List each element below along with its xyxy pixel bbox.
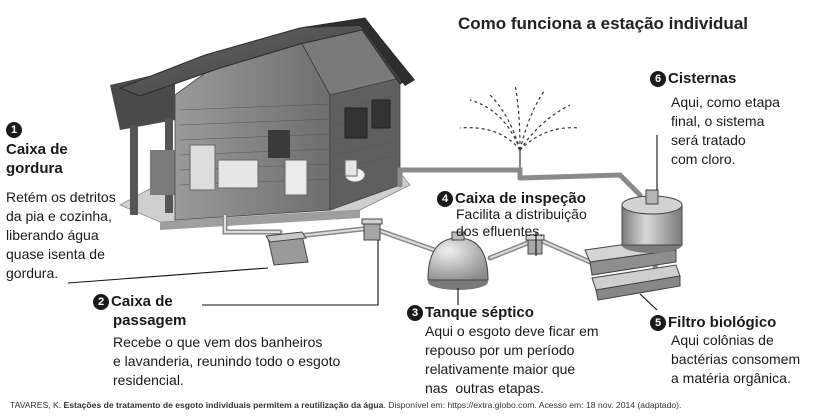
step-2-text-line: e lavanderia, reunindo todo o esgoto bbox=[113, 353, 341, 369]
step-1-text-line: gordura. bbox=[6, 265, 59, 281]
step-5-text-line: bactérias consomem bbox=[671, 351, 801, 367]
step-3-text-line: repouso por um período bbox=[425, 342, 575, 358]
step-2-description: Recebe o que vem dos banheiros e lavande… bbox=[113, 333, 373, 390]
step-4-heading-text: Caixa de inspeção bbox=[455, 190, 586, 207]
step-6-heading-text: Cisternas bbox=[668, 70, 737, 87]
step-5-text-line: a matéria orgânica. bbox=[671, 370, 791, 386]
diagram-title: Como funciona a estação individual bbox=[458, 14, 748, 33]
step-2-text-line: Recebe o que vem dos banheiros bbox=[113, 334, 323, 350]
step-3-heading-text: Tanque séptico bbox=[425, 304, 534, 321]
step-3-description: Aqui o esgoto deve ficar em repouso por … bbox=[425, 322, 635, 398]
step-6-number: 6 bbox=[650, 71, 666, 87]
step-6-text-line: final, o sistema bbox=[671, 113, 765, 129]
step-3-number: 3 bbox=[407, 305, 423, 321]
step-2-text-line: residencial. bbox=[113, 372, 184, 388]
step-1-heading-line-2: gordura bbox=[6, 160, 63, 177]
inspection-box bbox=[525, 234, 545, 255]
step-2-heading-line-2: passagem bbox=[113, 312, 187, 329]
step-4-text-line: Facilita a distribuição bbox=[456, 206, 587, 222]
water-spray bbox=[459, 84, 581, 170]
step-3-text-line: Aqui o esgoto deve ficar em bbox=[425, 323, 599, 339]
septic-tank-dome bbox=[427, 231, 489, 290]
step-1-label: 1 Caixa de gordura bbox=[6, 122, 146, 178]
step-4-number: 4 bbox=[437, 191, 453, 207]
step-4-text-line: dos efluentes. bbox=[456, 223, 544, 239]
step-5-text-line: Aqui colônias de bbox=[671, 332, 774, 348]
step-1-description: Retém os detritos da pia e cozinha, libe… bbox=[6, 188, 146, 283]
step-6-text-line: Aqui, como etapa bbox=[671, 94, 780, 110]
step-3-text-line: relativamente maior que bbox=[425, 361, 576, 377]
source-suffix: . Disponível em: https://extra.globo.com… bbox=[383, 400, 682, 410]
step-6-text-line: será tratado bbox=[671, 132, 746, 148]
passage-box bbox=[361, 218, 383, 241]
step-4-description: Facilita a distribuição dos efluentes. bbox=[456, 206, 636, 240]
leader-lines bbox=[67, 135, 658, 311]
step-1-number: 1 bbox=[6, 122, 22, 138]
house bbox=[118, 17, 415, 221]
step-5-number: 5 bbox=[650, 315, 666, 331]
source-prefix: TAVARES, K. bbox=[10, 400, 64, 410]
step-2-heading-line-1: Caixa de bbox=[111, 293, 173, 310]
step-6-description: Aqui, como etapa final, o sistema será t… bbox=[671, 93, 821, 169]
step-1-text-line: quase isenta de bbox=[6, 246, 105, 262]
step-1-text-line: Retém os detritos bbox=[6, 189, 116, 205]
source-title: Estações de tratamento de esgoto individ… bbox=[63, 400, 384, 410]
step-3-text-line: nas outras etapas. bbox=[425, 380, 545, 396]
step-1-heading-line-1: Caixa de bbox=[6, 141, 68, 158]
grease-trap-box bbox=[265, 231, 309, 266]
step-2-number: 2 bbox=[93, 294, 109, 310]
source-citation: TAVARES, K. Estações de tratamento de es… bbox=[10, 400, 681, 410]
step-6-text-line: com cloro. bbox=[671, 151, 736, 167]
step-5-heading-text: Filtro biológico bbox=[668, 314, 777, 331]
step-5-description: Aqui colônias de bactérias consomem a ma… bbox=[671, 331, 836, 388]
step-1-text-line: da pia e cozinha, bbox=[6, 208, 112, 224]
step-1-text-line: liberando água bbox=[6, 227, 99, 243]
cistern-tank bbox=[621, 189, 683, 253]
